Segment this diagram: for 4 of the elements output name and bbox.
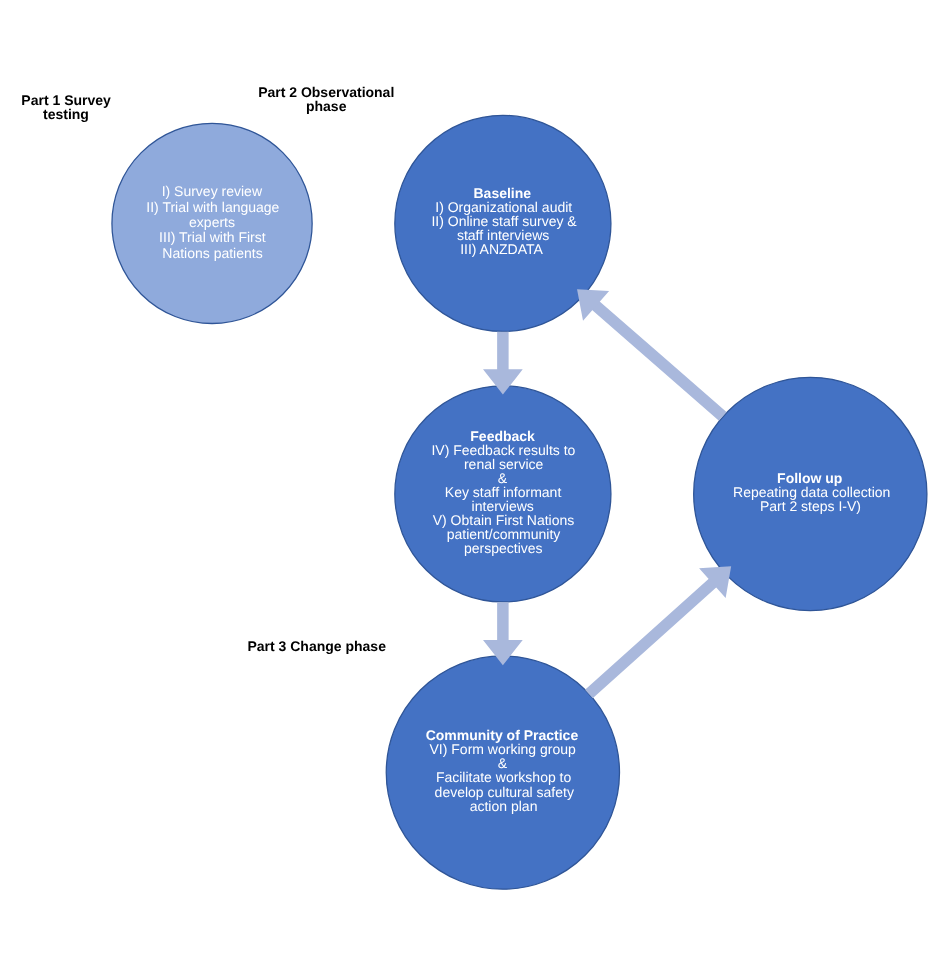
- arrow: [577, 289, 727, 421]
- arrow: [483, 602, 523, 666]
- arrow: [585, 566, 732, 699]
- arrow: [483, 331, 523, 395]
